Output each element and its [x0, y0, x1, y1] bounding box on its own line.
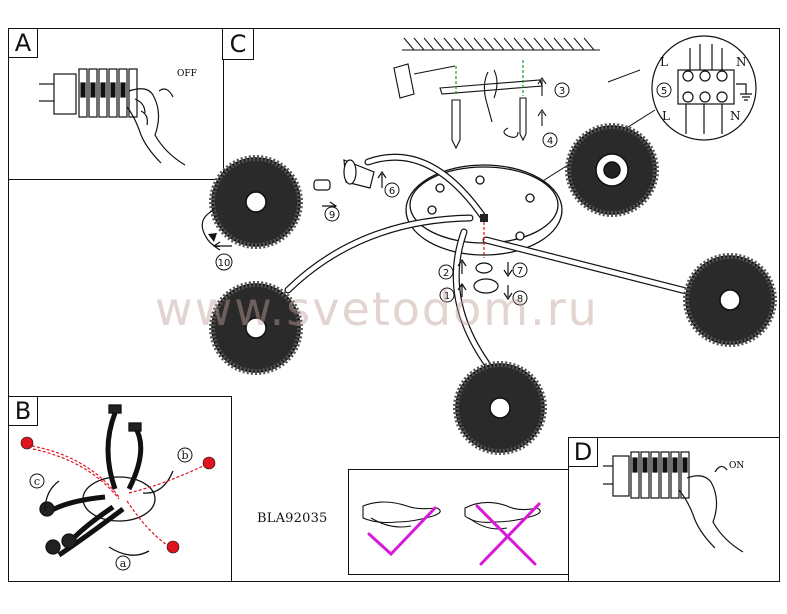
svg-text:4: 4: [547, 136, 553, 147]
panel-d-drawing: ON: [603, 451, 744, 553]
wires: [483, 71, 493, 123]
breaker-switches-on: [630, 451, 690, 499]
step-8: 8: [512, 290, 528, 306]
red-socket-bottom: [166, 540, 180, 554]
panel-c-label-box: C: [222, 28, 254, 60]
shade-right: [683, 253, 777, 347]
hand-outline: [126, 88, 186, 166]
ceiling-canopy: [405, 164, 563, 256]
shade-bottom: [453, 361, 547, 455]
ceiling-hatch: [402, 37, 600, 51]
step-2: 2: [438, 264, 454, 280]
svg-text:8: 8: [517, 294, 523, 305]
panel-b-drawing: b c a: [20, 404, 216, 571]
screw-right: [519, 97, 527, 142]
off-text: OFF: [177, 69, 197, 79]
red-socket-right: [202, 456, 216, 470]
curve-arrow-a: [108, 546, 150, 556]
label-l-bottom: L: [662, 109, 670, 123]
red-dashed-arms: [26, 444, 210, 546]
breaker-box-edge: [53, 73, 77, 115]
svg-text:b: b: [181, 449, 188, 462]
label-b-circle: b: [177, 447, 193, 463]
step-10: 10: [215, 253, 233, 271]
watermark-text: www.svetodom.ru: [155, 282, 599, 336]
svg-text:c: c: [34, 475, 40, 488]
center-nut: [480, 214, 488, 222]
svg-text:a: a: [120, 557, 127, 570]
label-n-top: N: [736, 55, 747, 69]
screw-left: [451, 99, 461, 150]
svg-text:5: 5: [661, 86, 667, 97]
shade-left: [209, 281, 303, 375]
model-code: BLA92035: [257, 511, 328, 526]
cross-mark-magenta: [475, 502, 541, 566]
bulb-9: [313, 179, 331, 191]
hands-warning-drawing: [362, 501, 541, 566]
label-c-circle: c: [29, 473, 45, 489]
panel-a: A OFF: [8, 28, 224, 180]
step-6: 6: [384, 182, 400, 198]
step-4: 4: [542, 132, 558, 148]
step-3: 3: [554, 82, 570, 98]
breaker-switches-off: [78, 68, 138, 118]
rotation-arrow-d: [714, 465, 728, 473]
hand-outline-d: [678, 475, 744, 553]
instruction-sheet-frame: [8, 28, 780, 582]
panel-d-label: D: [569, 438, 598, 467]
panel-a-drawing: OFF: [39, 68, 197, 166]
shade-top-right: [565, 123, 659, 217]
terminal-block-detail: [651, 35, 757, 141]
step-7: 7: [512, 262, 528, 278]
arrow-up-3: [537, 77, 547, 96]
mounting-bracket: [439, 79, 543, 95]
svg-text:2: 2: [443, 268, 449, 279]
arrow-up-4: [537, 109, 547, 126]
step-5: 5: [656, 82, 672, 98]
rotate-arrow-4: [503, 127, 519, 138]
curve-arrow-b: [142, 470, 174, 494]
svg-text:10: 10: [218, 258, 231, 269]
check-mark-magenta: [367, 506, 437, 557]
label-n-bottom: N: [730, 109, 741, 123]
glass-shades: [209, 123, 777, 455]
center-nut-assembly: [457, 258, 513, 301]
panel-b: B b: [8, 396, 232, 582]
hand-left: [362, 501, 441, 524]
panel-b-label: B: [9, 397, 38, 426]
on-text: ON: [729, 461, 744, 471]
panel-hands-warning: [348, 469, 570, 575]
red-socket-left: [20, 436, 34, 450]
hand-right: [464, 501, 541, 523]
svg-text:9: 9: [329, 210, 335, 221]
svg-text:1: 1: [444, 291, 450, 302]
rotation-arrow: [158, 88, 174, 98]
svg-text:6: 6: [389, 186, 395, 197]
panel-a-label: A: [9, 29, 38, 58]
step-1: 1: [439, 287, 455, 303]
svg-text:7: 7: [517, 266, 523, 277]
label-l-top: L: [660, 55, 668, 69]
svg-text:3: 3: [559, 86, 565, 97]
wall-plug: [393, 63, 415, 99]
panel-d: D ON: [568, 437, 780, 582]
step-9: 9: [324, 206, 340, 222]
panel-c-label: C: [223, 29, 253, 59]
shade-top-left: [209, 155, 303, 249]
label-a-circle: a: [115, 555, 131, 571]
curve-arrow-c: [44, 480, 60, 512]
rotate-arrow-10: [201, 209, 221, 247]
ground-icon: [736, 83, 752, 101]
